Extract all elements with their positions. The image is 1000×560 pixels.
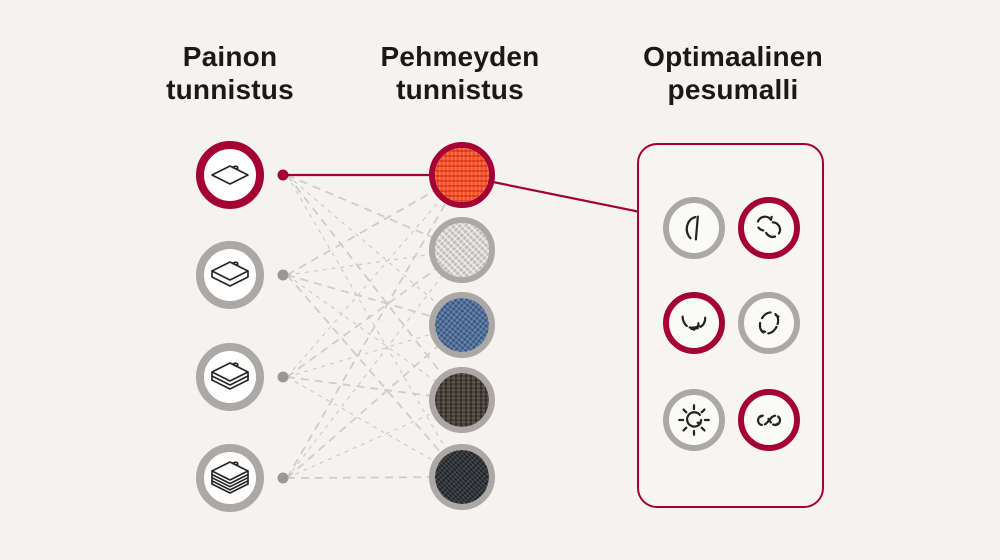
fabric-dark-wool xyxy=(429,367,495,433)
program-drum-motion xyxy=(663,197,725,259)
dashed-connection xyxy=(286,174,463,479)
connector-dot xyxy=(277,472,289,484)
orange-knit-swatch xyxy=(435,148,489,202)
program-swing-motion xyxy=(663,292,725,354)
dashed-connection xyxy=(286,249,463,479)
weight-column-title: Painon tunnistus xyxy=(105,40,355,106)
title-line: tunnistus xyxy=(396,74,524,105)
fabric-blue-denim xyxy=(429,292,495,358)
fabric-sheet-icon xyxy=(211,165,249,185)
dark-wool-swatch xyxy=(435,373,489,427)
title-line: Painon xyxy=(182,41,278,72)
double-rotation-icon xyxy=(756,215,782,239)
connector-dot xyxy=(277,371,289,383)
connector-dot xyxy=(277,169,289,181)
dashed-connection xyxy=(286,324,463,378)
title-line: Optimaalinen xyxy=(643,41,823,72)
swing-motion-icon xyxy=(681,315,707,331)
title-line: pesumalli xyxy=(667,74,799,105)
program-rolling-motion xyxy=(738,292,800,354)
dashed-connection xyxy=(286,274,463,326)
load-single-sheet xyxy=(196,141,264,209)
charcoal-knit-swatch xyxy=(435,450,489,504)
load-large-stack xyxy=(196,444,264,512)
title-line: Pehmeyden xyxy=(380,41,540,72)
fabric-charcoal-knit xyxy=(429,444,495,510)
program-infinity-motion xyxy=(738,389,800,451)
program-scrub-motion xyxy=(663,389,725,451)
dashed-connection xyxy=(286,274,463,478)
fabric-orange-knit xyxy=(429,142,495,208)
fabric-gray-linen xyxy=(429,217,495,283)
dashed-connection xyxy=(286,174,463,378)
dashed-connection xyxy=(286,174,463,326)
program-double-rotation xyxy=(738,197,800,259)
fabric-slab-icon xyxy=(211,261,249,287)
dashed-connection xyxy=(286,324,463,479)
program-column-title: Optimaalinen pesumalli xyxy=(608,40,858,106)
fabric-stack-3-icon xyxy=(211,362,249,390)
softness-column-title: Pehmeyden tunnistus xyxy=(335,40,585,106)
connector-dot xyxy=(277,269,289,281)
drum-motion-icon xyxy=(685,215,699,241)
fabric-stack-5-icon xyxy=(211,461,249,494)
load-thin-stack xyxy=(196,241,264,309)
blue-denim-swatch xyxy=(435,298,489,352)
gray-linen-swatch xyxy=(435,223,489,277)
dashed-connection xyxy=(286,174,463,276)
infinity-motion-icon xyxy=(756,414,782,427)
rolling-motion-icon xyxy=(758,311,780,335)
dashed-connection xyxy=(286,174,463,401)
highlighted-connection-to-box xyxy=(487,179,641,214)
scrub-motion-icon xyxy=(678,404,710,436)
load-medium-stack xyxy=(196,343,264,411)
dashed-connection xyxy=(286,376,463,478)
title-line: tunnistus xyxy=(166,74,294,105)
